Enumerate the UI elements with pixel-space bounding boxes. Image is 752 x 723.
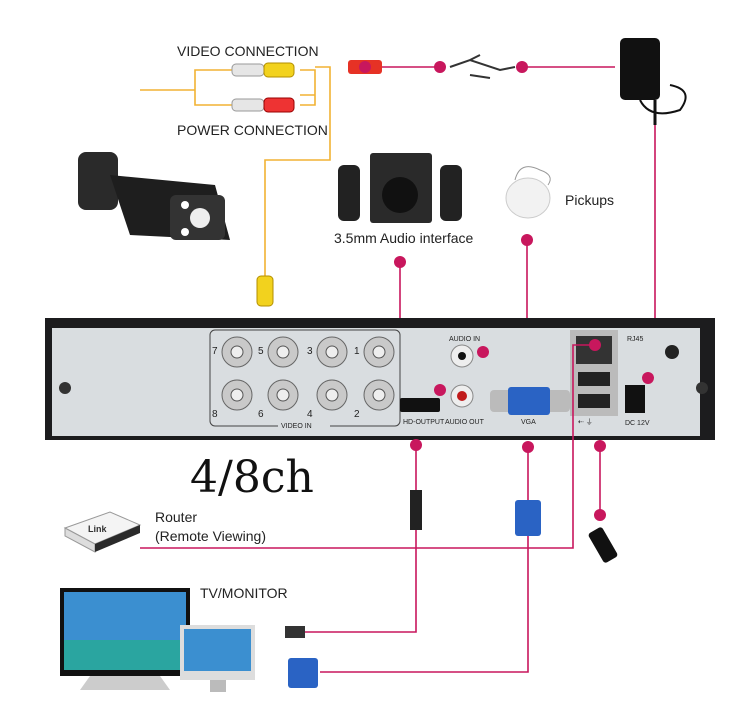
channel-title: 4/8ch [190, 452, 314, 503]
bnc-center [276, 388, 290, 402]
connection-dots [359, 61, 654, 521]
vga-plug-monitor [288, 658, 318, 688]
hd-output-label: HD-OUTPUT [403, 419, 445, 426]
power-plug-red [263, 97, 295, 113]
usb-symbol: ⇠ ⏚ [578, 418, 593, 426]
svg-text:Link: Link [88, 524, 107, 534]
bnc-center [325, 388, 339, 402]
rj45-label: RJ45 [627, 336, 643, 343]
router: Link [63, 511, 142, 553]
hdmi-plug-monitor [285, 626, 305, 638]
connection-dot [434, 61, 446, 73]
audio-in-port [450, 344, 474, 368]
vga-label: VGA [521, 419, 536, 426]
vga-cable-plug [515, 500, 541, 536]
network-line [140, 344, 595, 549]
connection-dot [594, 440, 606, 452]
audio-out-label: AUDIO OUT [445, 419, 485, 426]
dc-jack [625, 385, 645, 413]
bnc-center [230, 345, 244, 359]
audio-interface-label: 3.5mm Audio interface [334, 230, 474, 246]
power-connection-label: POWER CONNECTION [177, 122, 328, 138]
vga-port [490, 387, 570, 415]
video-plug [231, 63, 265, 77]
connection-dot [410, 439, 422, 451]
connection-dot [589, 339, 601, 351]
connection-dot [477, 346, 489, 358]
connection-dot [522, 441, 534, 453]
connection-dot [521, 234, 533, 246]
connection-dot [516, 61, 528, 73]
channel-number: 8 [212, 409, 218, 420]
tv-monitor-label: TV/MONITOR [200, 585, 288, 601]
pickup-microphone [505, 166, 551, 219]
channel-number: 6 [258, 409, 264, 420]
usb-port [578, 394, 610, 408]
connection-dot [434, 384, 446, 396]
power-plug [231, 98, 265, 112]
power-adapter [620, 38, 687, 125]
bnc-center [276, 345, 290, 359]
usb-port [578, 372, 610, 386]
bnc-center [372, 345, 386, 359]
hdmi-cable-plug [410, 490, 422, 530]
connection-dot [642, 372, 654, 384]
bnc-center [372, 388, 386, 402]
channel-number: 7 [212, 346, 218, 357]
pickups-label: Pickups [565, 192, 614, 208]
channel-number: 1 [354, 346, 360, 357]
remote-viewing-label: (Remote Viewing) [155, 528, 266, 544]
hdmi-line [300, 445, 417, 633]
dc-label: DC 12V [625, 420, 650, 427]
channel-number: 4 [307, 409, 313, 420]
bnc-center [325, 345, 339, 359]
channel-number: 5 [258, 346, 264, 357]
connection-dot [594, 509, 606, 521]
splitter-cable [449, 54, 516, 79]
speakers [338, 153, 462, 223]
video-in-label: VIDEO IN [281, 423, 312, 430]
channel-number: 3 [307, 346, 313, 357]
bnc-inputs: 7 5 3 1 8 6 4 2 [212, 336, 395, 420]
connection-dot [359, 61, 371, 73]
usb-stick [588, 527, 618, 563]
tv-monitor [60, 588, 255, 692]
bullet-camera [78, 152, 230, 240]
ground-screw [665, 345, 679, 359]
video-plug-yellow [263, 62, 295, 78]
lan-usb-block [570, 330, 618, 416]
vga-line [320, 447, 529, 673]
bnc-plug-yellow [256, 275, 274, 307]
hdmi-port [400, 398, 440, 412]
video-connection-label: VIDEO CONNECTION [177, 43, 319, 59]
bnc-center [230, 388, 244, 402]
audio-in-label: AUDIO IN [449, 336, 480, 343]
channel-number: 2 [354, 409, 360, 420]
router-label: Router [155, 509, 197, 525]
connection-dot [394, 256, 406, 268]
audio-out-port [450, 384, 474, 408]
